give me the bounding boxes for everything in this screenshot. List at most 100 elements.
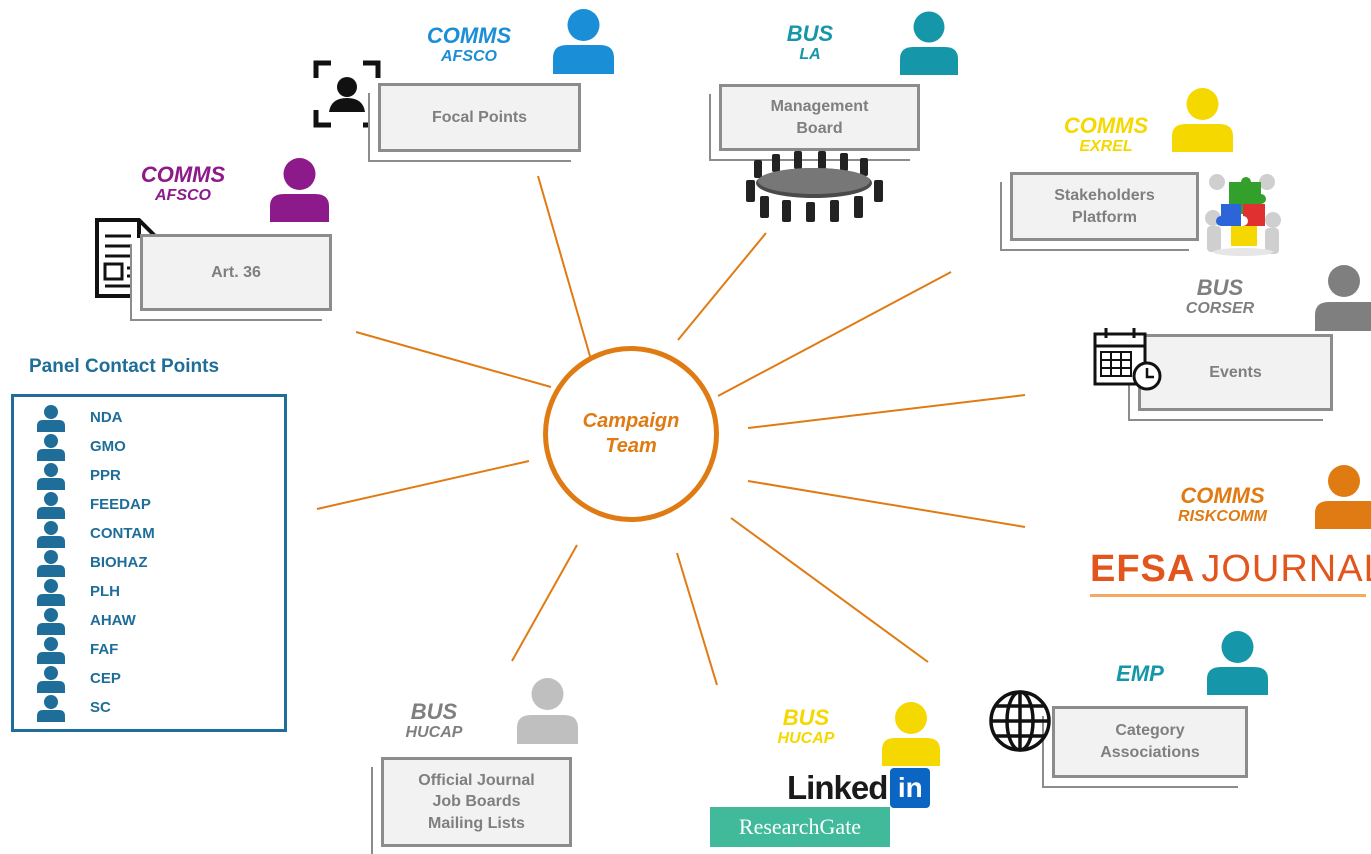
role-label: BUS [782,705,830,730]
person-icon [1207,631,1268,695]
person-icon [37,404,65,432]
panel-contact-item: CONTAM [36,519,155,548]
art36-owner: COMMS AFSCO [124,163,242,205]
person-icon [270,158,329,222]
panel-contact-label: GMO [90,438,126,455]
unit-label: AFSCO [441,48,497,66]
category-associations-owner: EMP [1105,662,1175,685]
connector-line [316,460,530,510]
puzzle-people-icon [1205,174,1281,256]
role-label: BUS [1196,275,1244,300]
role-label: BUS [410,699,458,724]
panel-contact-points-title: Panel Contact Points [29,356,220,377]
connector-line [511,544,578,662]
box-label: Focal Points [431,108,528,126]
official-journal-owner: BUS HUCAP [394,700,474,742]
campaign-team-node: Campaign Team [543,346,719,522]
unit-label: AFSCO [155,187,211,205]
role-label: COMMS [1063,113,1149,138]
role-label: COMMS [426,23,512,48]
panel-contact-item: PPR [36,461,121,490]
panel-contact-item: AHAW [36,606,136,635]
role-label: COMMS [140,162,226,187]
connector-line [676,552,718,686]
unit-label: RISKCOMM [1178,508,1267,526]
connector-line [677,232,767,341]
logo-light-text: JOURNAL [1201,547,1371,590]
events-owner: BUS CORSER [1170,276,1270,318]
linkedin-wordmark: Linked [787,769,888,806]
person-icon [1315,265,1371,331]
meeting-table-icon [746,151,883,222]
person-icon [37,433,65,461]
efsa-journal-logo: EFSA JOURNAL [1090,544,1371,597]
management-board-owner: BUS LA [770,22,850,64]
focal-points-box: Focal Points [378,83,581,152]
person-icon [37,665,65,693]
events-box: Events [1138,334,1333,411]
panel-contact-points-list: NDA GMO PPR FEEDAP CONTAM BIOHAZ PLH AHAW FAF CEP… [11,394,287,732]
box-label: Stakeholders Platform [1054,186,1155,226]
connector-line [355,331,552,388]
researchgate-logo: ResearchGate [710,807,890,847]
panel-contact-label: PLH [90,583,120,600]
researchgate-wordmark: ResearchGate [738,814,862,839]
panel-contact-item: GMO [36,432,126,461]
panel-contact-label: FEEDAP [90,496,151,513]
box-label: Official Journal Job Boards Mailing List… [418,771,535,832]
person-icon [37,520,65,548]
box-label: Management Board [770,97,869,137]
person-icon [37,462,65,490]
calendar-clock-icon [1093,328,1162,391]
person-icon [553,9,614,74]
logo-bold-text: EFSA [1090,547,1196,590]
unit-label: EXREL [1079,138,1133,156]
connector-line [747,394,1026,429]
role-label: BUS [786,21,834,46]
person-icon [37,607,65,635]
linkedin-badge: in [890,768,931,808]
panel-contact-label: PPR [90,467,121,484]
panel-contact-label: CONTAM [90,525,155,542]
panel-contact-item: PLH [36,577,120,606]
panel-contact-item: CEP [36,664,121,693]
role-label: COMMS [1180,483,1265,508]
box-label: Events [1209,363,1262,381]
role-label: EMP [1116,661,1164,686]
box-label: Category Associations [1100,722,1200,761]
management-board-box: Management Board [719,84,920,151]
panel-contact-item: FEEDAP [36,490,151,519]
panel-contact-label: SC [90,699,111,716]
person-icon [1315,465,1371,529]
panel-contact-label: FAF [90,641,119,658]
focal-points-owner: COMMS AFSCO [410,24,528,66]
panel-contact-item: BIOHAZ [36,548,148,577]
campaign-team-label: Campaign Team [582,410,680,457]
panel-contact-label: AHAW [90,612,136,629]
unit-label: HUCAP [405,724,463,742]
unit-label: HUCAP [777,730,835,748]
linkedin-owner: BUS HUCAP [762,706,850,748]
art36-box: Art. 36 [140,234,332,311]
panel-contact-label: CEP [90,670,121,687]
person-icon [37,636,65,664]
person-icon [37,491,65,519]
globe-icon [989,690,1051,752]
category-associations-box: Category Associations [1052,706,1248,778]
panel-contact-item: FAF [36,635,118,664]
panel-contact-label: NDA [90,409,123,426]
panel-contact-item: SC [36,693,111,722]
connector-line [537,175,595,371]
panel-contact-item: NDA [36,403,123,432]
person-icon [517,678,578,744]
person-icon [1172,88,1233,152]
person-icon [37,694,65,722]
linkedin-logo: Linked in [787,766,931,810]
box-label: Art. 36 [211,263,261,281]
unit-label: LA [799,46,821,64]
panel-contact-label: BIOHAZ [90,554,148,571]
person-icon [882,702,940,766]
connector-line [730,517,929,663]
stakeholders-owner: COMMS EXREL [1046,114,1166,156]
connector-line [747,480,1026,528]
